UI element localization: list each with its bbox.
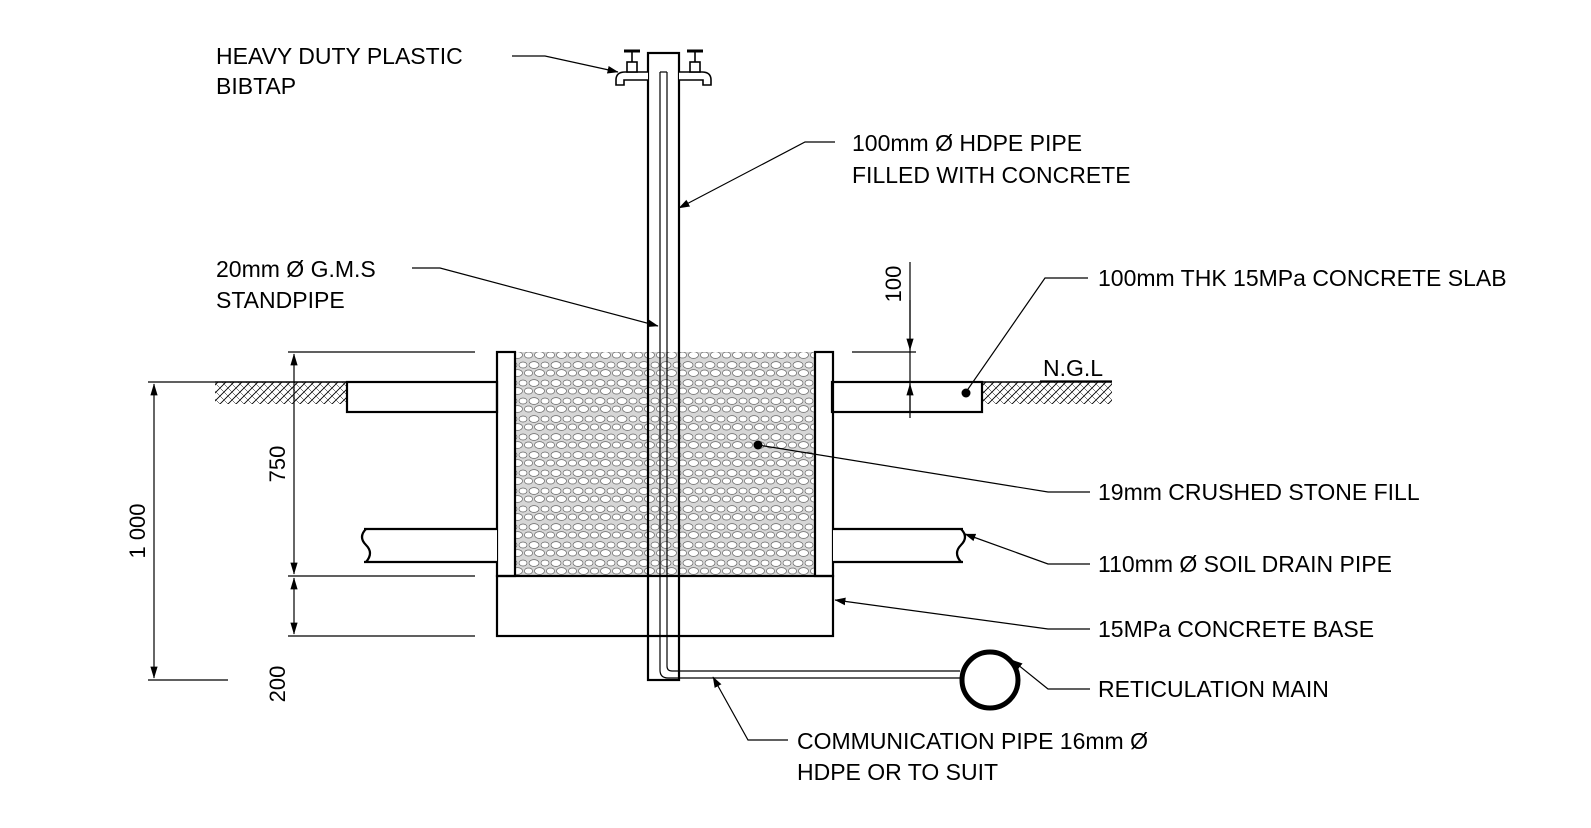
label-hdpe-pipe-line2: FILLED WITH CONCRETE	[852, 162, 1131, 188]
label-standpipe-line2: STANDPIPE	[216, 287, 345, 313]
communication-pipe	[659, 665, 960, 679]
label-standpipe-line1: 20mm Ø G.M.S	[216, 256, 376, 282]
label-reticulation-main: RETICULATION MAIN	[1098, 676, 1329, 702]
dim-base-depth: 200	[265, 666, 290, 703]
label-bibtap-line2: BIBTAP	[216, 73, 296, 99]
label-concrete-slab: 100mm THK 15MPa CONCRETE SLAB	[1098, 265, 1507, 291]
leader-lines	[412, 55, 1112, 741]
chamber-walls	[495, 350, 835, 578]
label-crushed-stone: 19mm CRUSHED STONE FILL	[1098, 479, 1420, 505]
label-soil-drain-pipe: 110mm Ø SOIL DRAIN PIPE	[1098, 551, 1392, 577]
natural-ground-level	[215, 381, 1112, 404]
label-communication-line1: COMMUNICATION PIPE 16mm Ø	[797, 728, 1148, 754]
concrete-base	[495, 574, 835, 638]
soil-drain-pipe	[360, 527, 967, 564]
crushed-stone-fill	[515, 352, 815, 576]
dim-text-1000: 1 000	[125, 503, 150, 558]
dim-total-depth: 1 000	[125, 503, 150, 558]
gms-standpipe	[659, 71, 668, 670]
dim-text-100: 100	[881, 266, 906, 303]
dim-text-750: 750	[265, 446, 290, 483]
label-concrete-base: 15MPa CONCRETE BASE	[1098, 616, 1374, 642]
reticulation-main	[959, 649, 1021, 711]
label-communication-line2: HDPE OR TO SUIT	[797, 759, 998, 785]
label-hdpe-pipe-line1: 100mm Ø HDPE PIPE	[852, 130, 1082, 156]
label-bibtap-line1: HEAVY DUTY PLASTIC	[216, 43, 463, 69]
dim-fill-depth: 750	[265, 446, 290, 483]
dim-text-200: 200	[265, 666, 290, 703]
bibtap-icon	[615, 49, 712, 86]
dimension-lines	[148, 262, 916, 681]
dim-slab-thickness: 100	[881, 266, 906, 303]
label-ngl: N.G.L	[1043, 355, 1103, 381]
hdpe-pipe	[646, 51, 681, 682]
